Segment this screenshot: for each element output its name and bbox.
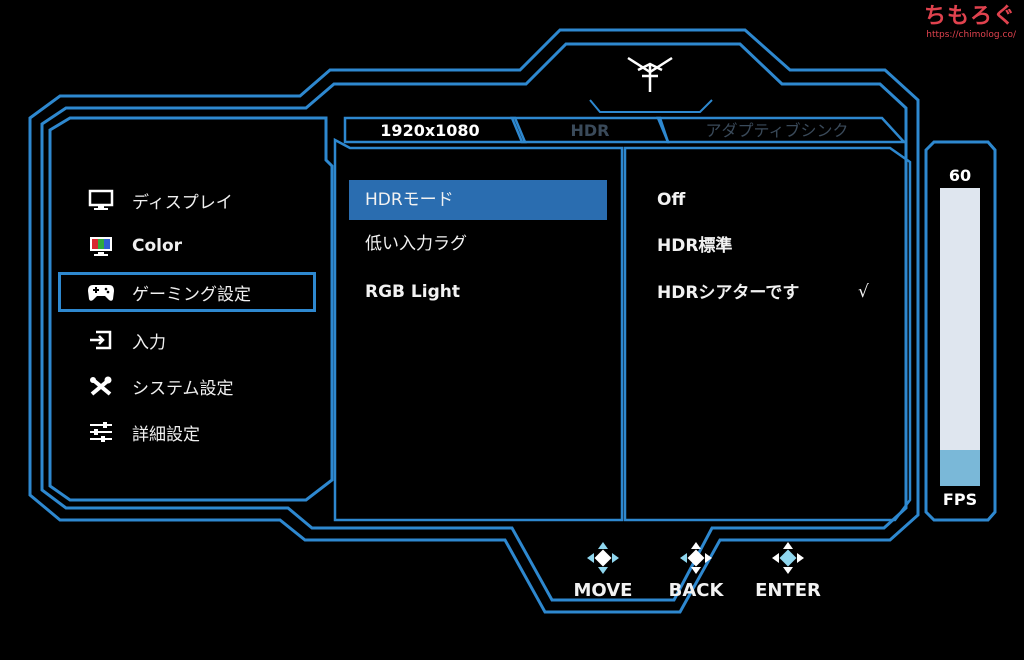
logo-emblem	[627, 56, 673, 92]
fps-bar-fill	[940, 450, 980, 486]
input-icon	[86, 329, 116, 351]
fps-value: 60	[948, 166, 972, 185]
tools-icon	[86, 375, 116, 397]
sidebar-item-label: システム設定	[132, 378, 234, 399]
move-button[interactable]: MOVE	[563, 540, 643, 601]
fps-bar	[940, 188, 980, 486]
move-label: MOVE	[573, 580, 633, 601]
sidebar-item-gaming[interactable]: ゲーミング設定	[58, 272, 316, 312]
sidebar-item-display[interactable]: ディスプレイ	[58, 180, 316, 220]
menu-item-low-input-lag[interactable]: 低い入力ラグ	[365, 234, 467, 254]
watermark-url: https://chimolog.co/	[926, 30, 1016, 40]
tab-adaptive-sync[interactable]: アダプティブシンク	[705, 121, 849, 140]
back-button[interactable]: BACK	[656, 540, 736, 601]
fps-label: FPS	[942, 490, 978, 509]
watermark-title: ちもろぐ	[923, 4, 1016, 29]
sidebar-item-label: Color	[132, 236, 183, 256]
monitor-icon	[86, 189, 116, 211]
sidebar-item-system[interactable]: システム設定	[58, 366, 316, 406]
sidebar-item-input[interactable]: 入力	[58, 320, 316, 360]
sidebar-item-advanced[interactable]: 詳細設定	[58, 412, 316, 452]
sliders-icon	[86, 421, 116, 443]
sidebar-item-label: 詳細設定	[132, 424, 200, 445]
back-label: BACK	[668, 580, 724, 601]
sidebar-item-color[interactable]: Color	[58, 226, 316, 266]
dpad-back-icon	[680, 542, 712, 574]
sidebar-item-label: 入力	[132, 332, 166, 353]
color-monitor-icon	[86, 235, 116, 257]
menu-item-rgb-light[interactable]: RGB Light	[365, 282, 460, 302]
gamepad-icon	[86, 281, 116, 303]
sidebar-item-label: ディスプレイ	[132, 192, 233, 213]
option-off[interactable]: Off	[657, 190, 686, 210]
option-hdr-theater[interactable]: HDRシアターです	[657, 283, 800, 303]
menu-item-hdr-mode[interactable]: HDRモード	[349, 180, 607, 220]
sidebar-item-label: ゲーミング設定	[132, 284, 251, 305]
tab-resolution[interactable]: 1920x1080	[380, 121, 480, 140]
option-hdr-standard[interactable]: HDR標準	[657, 236, 733, 256]
enter-label: ENTER	[755, 580, 821, 601]
watermark: ちもろぐ https://chimolog.co/	[924, 4, 1016, 41]
tab-hdr[interactable]: HDR	[570, 121, 610, 140]
checkmark-icon: √	[858, 282, 869, 302]
dpad-enter-icon	[772, 542, 804, 574]
enter-button[interactable]: ENTER	[748, 540, 828, 601]
dpad-move-icon	[587, 542, 619, 574]
